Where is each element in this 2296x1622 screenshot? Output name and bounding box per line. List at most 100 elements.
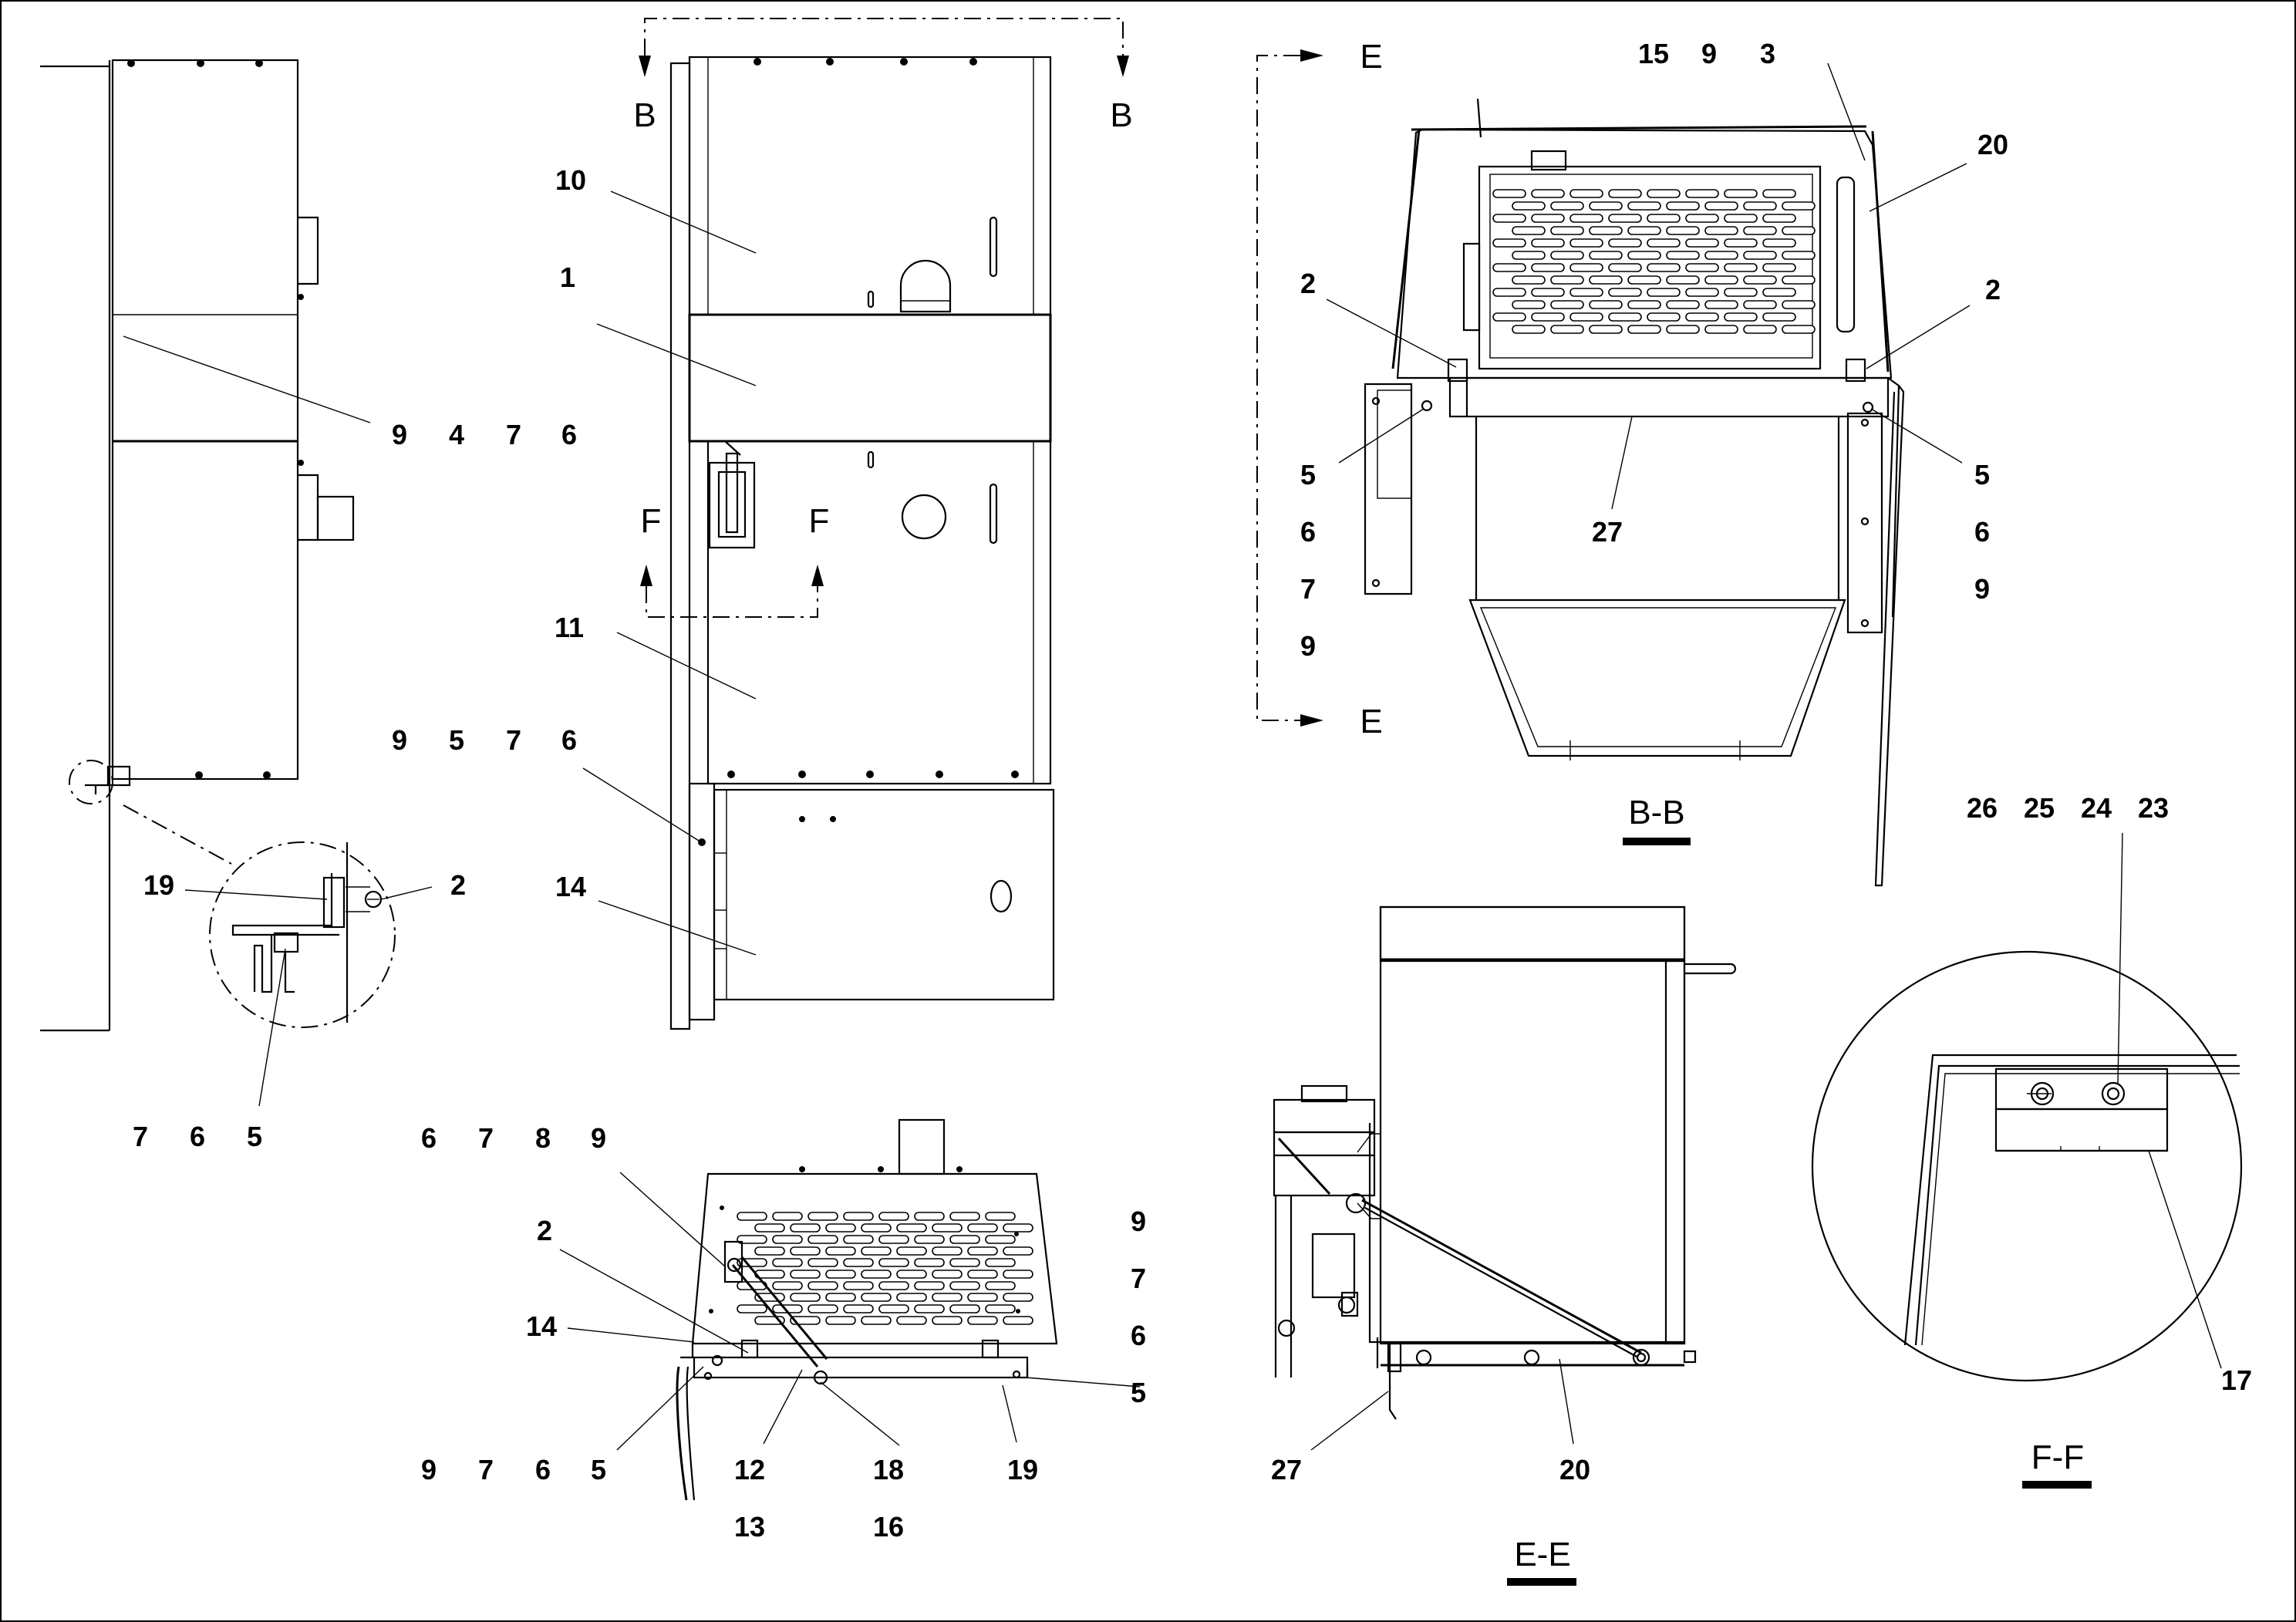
grille-slot <box>825 1223 856 1233</box>
grille-slot <box>1512 325 1546 334</box>
callout-bb-left-2: 6 <box>1300 516 1316 548</box>
grille-slot <box>1531 189 1565 198</box>
grille-slot <box>772 1235 803 1244</box>
grille-slot <box>878 1212 909 1221</box>
grille-slot <box>949 1304 980 1313</box>
callout-14-front: 14 <box>555 871 586 902</box>
left-side-view <box>40 59 396 1032</box>
grille-slot <box>843 1235 874 1244</box>
grille-slot <box>1724 214 1758 223</box>
grille-slot <box>861 1270 892 1279</box>
grille-slot <box>1704 226 1738 235</box>
grille-slot <box>914 1281 945 1290</box>
grille-slot <box>1743 226 1777 235</box>
callouts-ee-view: 27 20 <box>1271 1454 1590 1485</box>
section-mark-b-right: B <box>1110 96 1132 134</box>
grille-slot <box>861 1293 892 1302</box>
section-ff-view <box>1811 950 2243 1382</box>
callout-bottom-right-1: 9 <box>1131 1206 1146 1237</box>
grille-slot <box>1608 263 1642 272</box>
grille-slot <box>1666 201 1700 211</box>
callout-bb-left-1: 5 <box>1300 459 1316 491</box>
grille-slot <box>790 1246 821 1256</box>
section-line-f <box>646 586 818 618</box>
grille-slot <box>985 1304 1016 1313</box>
grille-slot <box>1762 263 1796 272</box>
callout-bottom-row-1: 9 <box>421 1454 437 1485</box>
grille-slot <box>1569 238 1603 248</box>
grille-slot <box>1569 263 1603 272</box>
grille-slot <box>825 1246 856 1256</box>
callout-bottom-row-2: 7 <box>478 1454 494 1485</box>
grille-slot <box>807 1258 838 1267</box>
section-line-e <box>1256 55 1300 721</box>
grille-slot <box>1704 300 1738 309</box>
grille-slot <box>878 1258 909 1267</box>
grille-slot <box>949 1258 980 1267</box>
callout-bottom-top-2: 7 <box>478 1122 494 1154</box>
grille-slot <box>1569 288 1603 297</box>
grille-slot <box>790 1293 821 1302</box>
grille-slot <box>1550 325 1584 334</box>
grille-slot <box>1762 312 1796 322</box>
grille-slot <box>1531 263 1565 272</box>
grille-slot <box>967 1246 998 1256</box>
grille-slot <box>1743 251 1777 260</box>
grille-slot <box>825 1293 856 1302</box>
grille-slot <box>772 1281 803 1290</box>
grille-slot <box>1003 1246 1033 1256</box>
grille-slot <box>1647 288 1681 297</box>
grille-slot <box>1003 1270 1033 1279</box>
grille-slot <box>878 1281 909 1290</box>
callouts-bb-view: 15 9 3 20 2 2 5 6 7 9 5 6 9 27 <box>1300 38 2008 662</box>
callout-bottom-2: 2 <box>537 1215 552 1246</box>
callout-left-top-4: 6 <box>561 419 577 450</box>
grille-slot <box>1666 275 1700 285</box>
callouts-ff-view: 26 25 24 23 17 <box>1967 792 2252 1396</box>
grille-slot <box>1762 288 1796 297</box>
grille-slot <box>1627 275 1661 285</box>
section-line-b <box>644 18 1124 56</box>
lower-panel <box>706 440 1052 785</box>
grille-slot <box>807 1235 838 1244</box>
grille-slot <box>967 1293 998 1302</box>
grille-slot <box>1647 263 1681 272</box>
section-ee-view <box>1273 905 1737 1420</box>
callout-bottom-row-3: 6 <box>535 1454 551 1485</box>
grille-slot <box>1685 189 1719 198</box>
grille-slot <box>737 1212 767 1221</box>
grille-slot <box>1589 300 1623 309</box>
grille-slot <box>1550 201 1584 211</box>
bb-crossbar <box>1448 376 1890 418</box>
grille-slot <box>754 1223 785 1233</box>
section-mark-f-left: F <box>641 502 662 540</box>
grille-slot <box>754 1246 785 1256</box>
grille-slot <box>1762 238 1796 248</box>
grille-slot <box>1589 251 1623 260</box>
callout-detail-2: 2 <box>450 869 466 901</box>
callouts-bottom-view: 6 7 8 9 2 14 9 7 6 5 12 18 19 13 16 9 7 … <box>421 1122 1146 1543</box>
grille-slot <box>1550 251 1584 260</box>
callout-bb-left-3: 7 <box>1300 573 1316 605</box>
callout-bb-2-left: 2 <box>1300 268 1316 299</box>
callout-bb-top-3: 3 <box>1760 38 1775 69</box>
grille-slot <box>1550 226 1584 235</box>
grille-slot <box>1685 263 1719 272</box>
callout-ff-top-4: 23 <box>2138 792 2169 824</box>
grille-slot <box>914 1304 945 1313</box>
section-mark-b-left: B <box>633 96 656 134</box>
grille-slot <box>1608 214 1642 223</box>
grille-slot <box>1492 288 1526 297</box>
grille-slot <box>1512 275 1546 285</box>
callout-detail-19: 19 <box>143 869 174 901</box>
grille-slot <box>985 1258 1016 1267</box>
grille-slot <box>932 1223 963 1233</box>
grille-slot <box>825 1316 856 1325</box>
grille-bottom <box>737 1212 1033 1325</box>
grille-slot <box>1627 226 1661 235</box>
grille-slot <box>896 1316 927 1325</box>
grille-slot <box>1724 312 1758 322</box>
grille-slot <box>1569 312 1603 322</box>
view-titles: B-B E-E F-F <box>1507 794 2092 1586</box>
